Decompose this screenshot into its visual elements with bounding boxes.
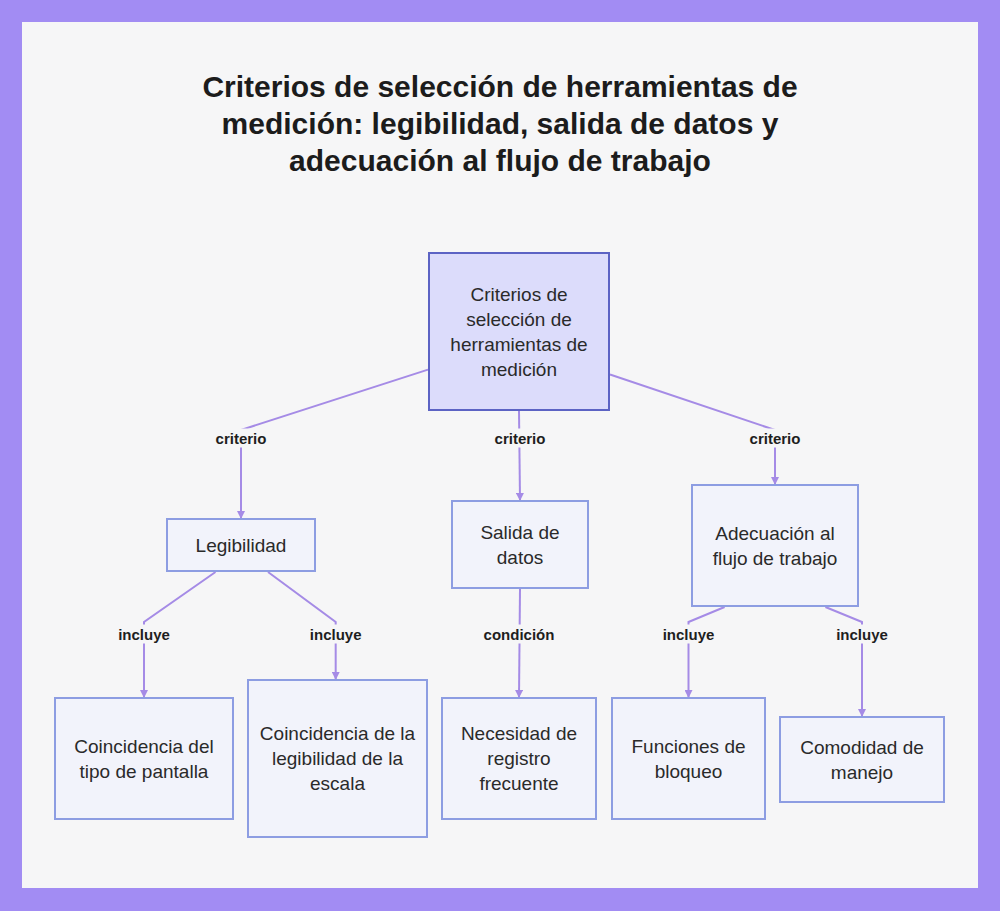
edge-label: incluye bbox=[833, 625, 891, 644]
criterion-box: Necesidad de registro frecuente bbox=[441, 697, 597, 820]
node-text: Coincidencia del tipo de pantalla bbox=[66, 734, 222, 784]
root-box: Criterios de selección de herramientas d… bbox=[428, 252, 610, 411]
node-text: Adecuación al flujo de trabajo bbox=[703, 521, 847, 571]
node-text: Legibilidad bbox=[196, 533, 287, 558]
criterion-box: Funciones de bloqueo bbox=[611, 697, 766, 820]
node-text: Salida de datos bbox=[463, 520, 577, 570]
criterion-box: Coincidencia del tipo de pantalla bbox=[54, 697, 234, 820]
connector-line bbox=[519, 411, 520, 500]
criterion-box: Comodidad de manejo bbox=[779, 716, 945, 803]
criterion-box: Coincidencia de la legibilidad de la esc… bbox=[247, 679, 428, 838]
connector-line bbox=[689, 607, 725, 697]
edge-label: criterio bbox=[213, 429, 270, 448]
diagram-title: Criterios de selección de herramientas d… bbox=[150, 68, 850, 179]
edge-label: criterio bbox=[492, 429, 549, 448]
node-text: Criterios de selección de herramientas d… bbox=[442, 282, 596, 382]
edge-label: incluye bbox=[115, 625, 173, 644]
criterion-box: Adecuación al flujo de trabajo bbox=[691, 484, 859, 607]
edge-label: incluye bbox=[307, 625, 365, 644]
node-text: Coincidencia de la legibilidad de la esc… bbox=[259, 721, 416, 796]
edge-label: condición bbox=[481, 625, 558, 644]
criterion-box: Legibilidad bbox=[166, 518, 316, 572]
node-text: Necesidad de registro frecuente bbox=[453, 721, 585, 796]
edge-label: criterio bbox=[747, 429, 804, 448]
node-text: Funciones de bloqueo bbox=[623, 734, 754, 784]
criterion-box: Salida de datos bbox=[451, 500, 589, 589]
connector-line bbox=[825, 607, 862, 716]
edge-label: incluye bbox=[660, 625, 718, 644]
node-text: Comodidad de manejo bbox=[791, 735, 933, 785]
